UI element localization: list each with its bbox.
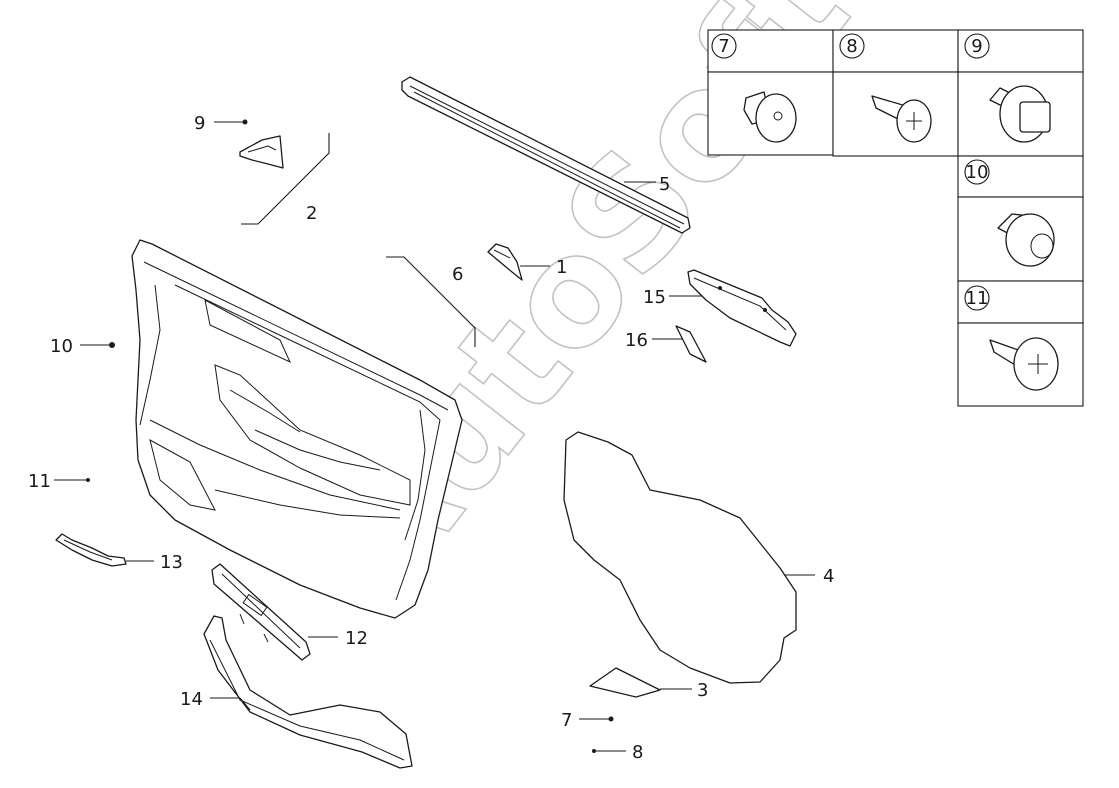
part-mirror-cover — [239, 135, 284, 169]
fastener-9-dot — [242, 119, 248, 125]
screw-icon — [989, 337, 1059, 391]
callout-6: 6 — [452, 264, 463, 285]
fastener-cell-10: 10 — [957, 155, 1084, 282]
fastener-num-7: 7 — [718, 36, 729, 57]
fastener-cell-11: 11 — [957, 280, 1084, 407]
fastener-num-11: 11 — [966, 288, 989, 309]
callout-labels: 1 2 3 4 5 6 7 8 9 10 11 12 13 14 15 16 — [28, 113, 834, 763]
part-pad — [675, 325, 707, 363]
callout-12: 12 — [345, 628, 368, 649]
grommet-icon — [997, 213, 1055, 267]
callout-7: 7 — [561, 710, 572, 731]
callout-2: 2 — [306, 203, 317, 224]
screw-icon — [871, 95, 932, 143]
callout-13: 13 — [160, 552, 183, 573]
fastener-num-9: 9 — [971, 36, 982, 57]
clip-nut-icon — [989, 85, 1051, 143]
part-switch-panel — [211, 563, 311, 661]
part-armrest — [203, 615, 413, 769]
part-belt-weatherstrip — [401, 76, 691, 234]
fastener-num-8: 8 — [846, 36, 857, 57]
fastener-8-dot — [592, 749, 596, 753]
callout-14: 14 — [180, 689, 203, 710]
callout-16: 16 — [625, 330, 648, 351]
callout-3: 3 — [697, 680, 708, 701]
fastener-num-10: 10 — [966, 162, 989, 183]
part-patch — [589, 667, 661, 698]
fastener-table: 7 8 9 — [707, 29, 1084, 407]
callout-4: 4 — [823, 566, 834, 587]
callout-1: 1 — [556, 257, 567, 278]
part-handle-bracket — [687, 269, 797, 347]
callout-5: 5 — [659, 174, 670, 195]
fastener-7-dot — [608, 716, 614, 722]
callout-15: 15 — [643, 287, 666, 308]
leader-lines — [54, 121, 815, 752]
fastener-cell-8: 8 — [832, 29, 959, 157]
callout-10: 10 — [50, 336, 73, 357]
fastener-cell-7: 7 — [707, 29, 834, 156]
part-insulation-sheet — [563, 431, 797, 684]
fastener-11-dot — [86, 478, 90, 482]
part-handle-insert — [487, 243, 523, 281]
bracket-2 — [241, 133, 330, 225]
callout-8: 8 — [632, 742, 643, 763]
part-trim-strip — [55, 533, 127, 567]
bracket-6 — [386, 256, 476, 347]
fastener-cell-9: 9 — [957, 29, 1084, 157]
fastener-10-dot — [109, 342, 115, 348]
part-door-trim-panel — [131, 239, 463, 619]
push-clip-icon — [743, 91, 797, 143]
callout-11: 11 — [28, 471, 51, 492]
callout-9: 9 — [194, 113, 205, 134]
